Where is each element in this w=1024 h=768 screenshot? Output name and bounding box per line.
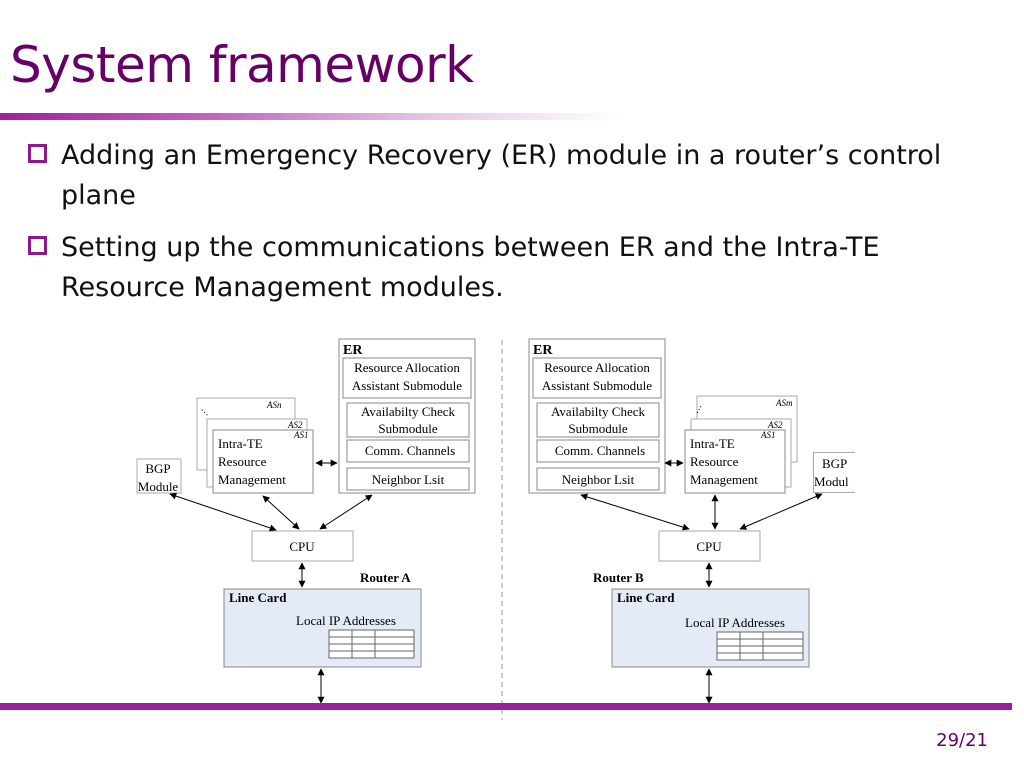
bgp-line1-b: BGP xyxy=(822,456,847,471)
bgp-line1-a: BGP xyxy=(145,461,170,476)
ip-table-a xyxy=(328,629,415,659)
intra-te-line1-b: Intra-TE xyxy=(690,436,735,451)
as-m-label-b: ASm xyxy=(775,398,793,408)
bgp-box-a xyxy=(136,458,182,494)
as-n-label-a: ASn xyxy=(266,400,282,410)
square-bullet-icon xyxy=(28,236,47,255)
title-underline xyxy=(0,113,620,120)
cpu-label-a: CPU xyxy=(289,539,315,554)
intra-te-line2-b: Resource xyxy=(690,454,739,469)
bullet-text: Adding an Emergency Recovery (ER) module… xyxy=(61,140,942,211)
bgp-clip-b: BGP Modul xyxy=(813,452,855,493)
resource-allocation-box-b xyxy=(532,357,662,399)
availability-check-box-b xyxy=(536,402,660,438)
router-a: ER Resource Allocation Assistant Submodu… xyxy=(136,338,476,704)
arrow-er-cpu-b xyxy=(580,493,690,531)
availability-check-line1-a: Availabilty Check xyxy=(361,404,455,419)
bgp-line2-b: Modul xyxy=(814,474,849,489)
bullet-item: Adding an Emergency Recovery (ER) module… xyxy=(28,136,1008,216)
cpu-box-a xyxy=(251,530,354,562)
as-ellipsis-b: ··· xyxy=(693,403,708,417)
availability-check-line2-a: Submodule xyxy=(378,421,437,436)
bullet-list: Adding an Emergency Recovery (ER) module… xyxy=(28,136,1008,320)
page-number: 29/21 xyxy=(936,730,988,751)
ip-table-b xyxy=(716,631,804,661)
intra-te-line2-a: Resource xyxy=(218,454,267,469)
resource-allocation-box-a xyxy=(342,357,472,399)
slide-title: System framework xyxy=(10,36,474,94)
local-ip-label-a: Local IP Addresses xyxy=(296,613,396,628)
resource-allocation-line1-a: Resource Allocation xyxy=(354,360,460,375)
comm-channels-box-b xyxy=(536,439,660,463)
intra-te-box-b xyxy=(684,429,786,494)
availability-check-line2-b: Submodule xyxy=(568,421,627,436)
neighbor-list-box-a xyxy=(346,467,470,491)
intra-te-line1-a: Intra-TE xyxy=(218,436,263,451)
footer-rule xyxy=(0,703,1012,710)
as-2-label-b: AS2 xyxy=(767,420,783,430)
arrow-bgp-cpu-a xyxy=(169,492,277,532)
resource-allocation-line2-a: Assistant Submodule xyxy=(352,378,462,393)
intra-te-line3-a: Management xyxy=(218,472,286,487)
comm-channels-a: Comm. Channels xyxy=(365,443,455,458)
router-b: ER Resource Allocation Assistant Submodu… xyxy=(528,338,855,704)
square-bullet-icon xyxy=(28,144,47,163)
comm-channels-box-a xyxy=(346,439,470,463)
as-2-label-a: AS2 xyxy=(287,420,303,430)
neighbor-list-b: Neighbor Lsit xyxy=(562,472,635,487)
er-title-b: ER xyxy=(533,343,553,358)
arrow-er-cpu-a xyxy=(319,494,373,530)
intra-te-line3-b: Management xyxy=(690,472,758,487)
neighbor-list-box-b xyxy=(536,467,660,491)
line-card-title-b: Line Card xyxy=(617,590,675,605)
availability-check-box-a xyxy=(346,402,470,438)
availability-check-line1-b: Availabilty Check xyxy=(551,404,645,419)
line-card-a xyxy=(223,588,422,668)
as-1-label-b: AS1 xyxy=(760,430,776,440)
cpu-box-b xyxy=(658,530,761,562)
neighbor-list-a: Neighbor Lsit xyxy=(372,472,445,487)
local-ip-label-b: Local IP Addresses xyxy=(685,615,785,630)
comm-channels-b: Comm. Channels xyxy=(555,443,645,458)
resource-allocation-line2-b: Assistant Submodule xyxy=(542,378,652,393)
bgp-line2-a: Module xyxy=(138,479,179,494)
arrow-intra-te-cpu-a xyxy=(262,495,300,530)
bullet-text: Setting up the communications between ER… xyxy=(61,232,880,303)
arrow-bgp-cpu-b xyxy=(739,493,823,530)
bgp-box-b xyxy=(813,452,855,493)
router-b-label: Router B xyxy=(593,570,644,585)
er-title-a: ER xyxy=(343,343,363,358)
as-1-label-a: AS1 xyxy=(293,430,309,440)
cpu-label-b: CPU xyxy=(696,539,722,554)
router-a-label: Router A xyxy=(360,570,411,585)
bullet-item: Setting up the communications between ER… xyxy=(28,228,1008,308)
intra-te-box-a xyxy=(212,429,314,494)
resource-allocation-line1-b: Resource Allocation xyxy=(544,360,650,375)
line-card-title-a: Line Card xyxy=(229,590,287,605)
